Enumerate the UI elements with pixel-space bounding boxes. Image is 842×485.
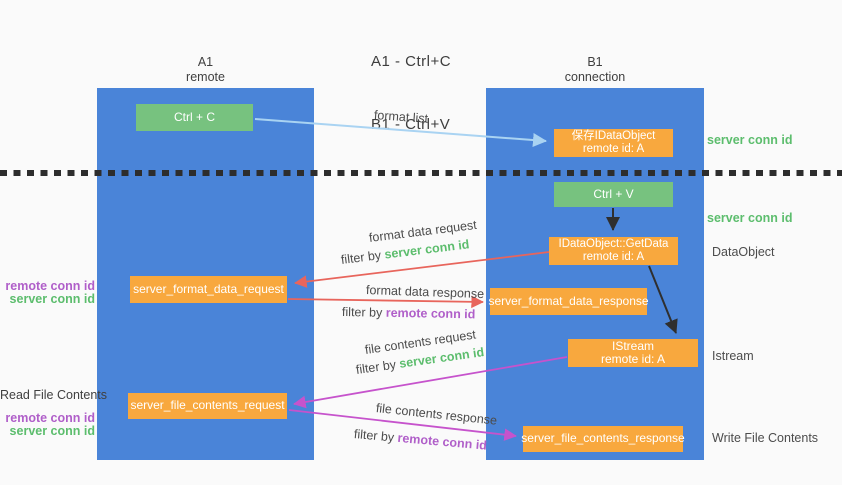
node-save-dataobject-line1: 保存IDataObject <box>571 129 656 142</box>
filter-by-text: filter by <box>341 305 383 320</box>
right-label-istream: Istream <box>712 349 754 363</box>
node-ctrl-c: Ctrl + C <box>136 104 253 131</box>
node-getdata-line1: IDataObject::GetData <box>558 237 669 250</box>
node-server-format-data-response: server_format_data_response <box>488 288 649 315</box>
node-server-format-data-request: server_format_data_request <box>130 276 287 303</box>
column-b-id: B1 <box>587 55 603 69</box>
left-label-remote-conn-id-2: remote conn id <box>5 411 95 425</box>
label-filter-by-remote-conn-id-1: filter by remote conn id <box>342 305 476 321</box>
left-label-remote-conn-id-1: remote conn id <box>5 279 95 293</box>
node-save-dataobject: 保存IDataObject remote id: A <box>554 129 673 157</box>
filter-by-text: filter by <box>355 357 397 377</box>
node-istream-line1: IStream <box>611 338 654 353</box>
column-a-header: A1 remote <box>97 55 314 85</box>
node-istream-line2: remote id: A <box>600 352 666 366</box>
remote-conn-id-text: remote conn id <box>397 430 488 453</box>
node-server-file-contents-response: server_file_contents_response <box>521 426 685 452</box>
column-a-role: remote <box>186 70 225 84</box>
filter-by-text: filter by <box>353 427 395 445</box>
node-server-format-data-response-label: server_format_data_response <box>488 293 649 308</box>
left-label-server-conn-id-2: server conn id <box>9 424 95 438</box>
node-ctrl-v: Ctrl + V <box>554 182 673 207</box>
column-b-header: B1 connection <box>486 55 704 85</box>
node-getdata-line2: remote id: A <box>582 251 645 263</box>
right-label-write-file-contents: Write File Contents <box>712 431 819 445</box>
right-label-server-conn-id-1: server conn id <box>707 133 793 147</box>
left-label-server-conn-id-1: server conn id <box>9 292 95 306</box>
node-ctrl-v-label: Ctrl + V <box>593 186 634 201</box>
node-getdata: IDataObject::GetData remote id: A <box>549 237 678 265</box>
label-file-contents-response: file contents response <box>375 401 498 428</box>
label-filter-by-server-conn-id-1: filter by server conn id <box>340 237 470 267</box>
remote-conn-id-text: remote conn id <box>385 305 476 322</box>
label-format-data-response: format data response <box>365 283 485 302</box>
node-save-dataobject-line2: remote id: A <box>582 143 645 155</box>
left-label-read-file-contents: Read File Contents <box>0 388 108 402</box>
node-server-format-data-request-label: server_format_data_request <box>133 281 284 296</box>
diagram-title: A1 - Ctrl+C B1 - Ctrl+V <box>371 9 451 177</box>
filter-by-text: filter by <box>340 248 382 267</box>
node-server-file-contents-request: server_file_contents_request <box>128 393 287 419</box>
label-filter-by-remote-conn-id-2: filter by remote conn id <box>353 427 487 453</box>
node-ctrl-c-label: Ctrl + C <box>173 109 215 124</box>
right-label-server-conn-id-2: server conn id <box>707 211 793 225</box>
node-server-file-contents-request-label: server_file_contents_request <box>130 398 285 413</box>
column-a-id: A1 <box>197 55 214 69</box>
node-istream: IStream remote id: A <box>568 339 698 367</box>
right-label-dataobject: DataObject <box>712 245 775 259</box>
title-line-ctrl-c: A1 - Ctrl+C <box>371 53 452 70</box>
column-b-role: connection <box>564 70 626 84</box>
node-server-file-contents-response-label: server_file_contents_response <box>521 431 685 446</box>
dotted-separator <box>0 170 842 176</box>
